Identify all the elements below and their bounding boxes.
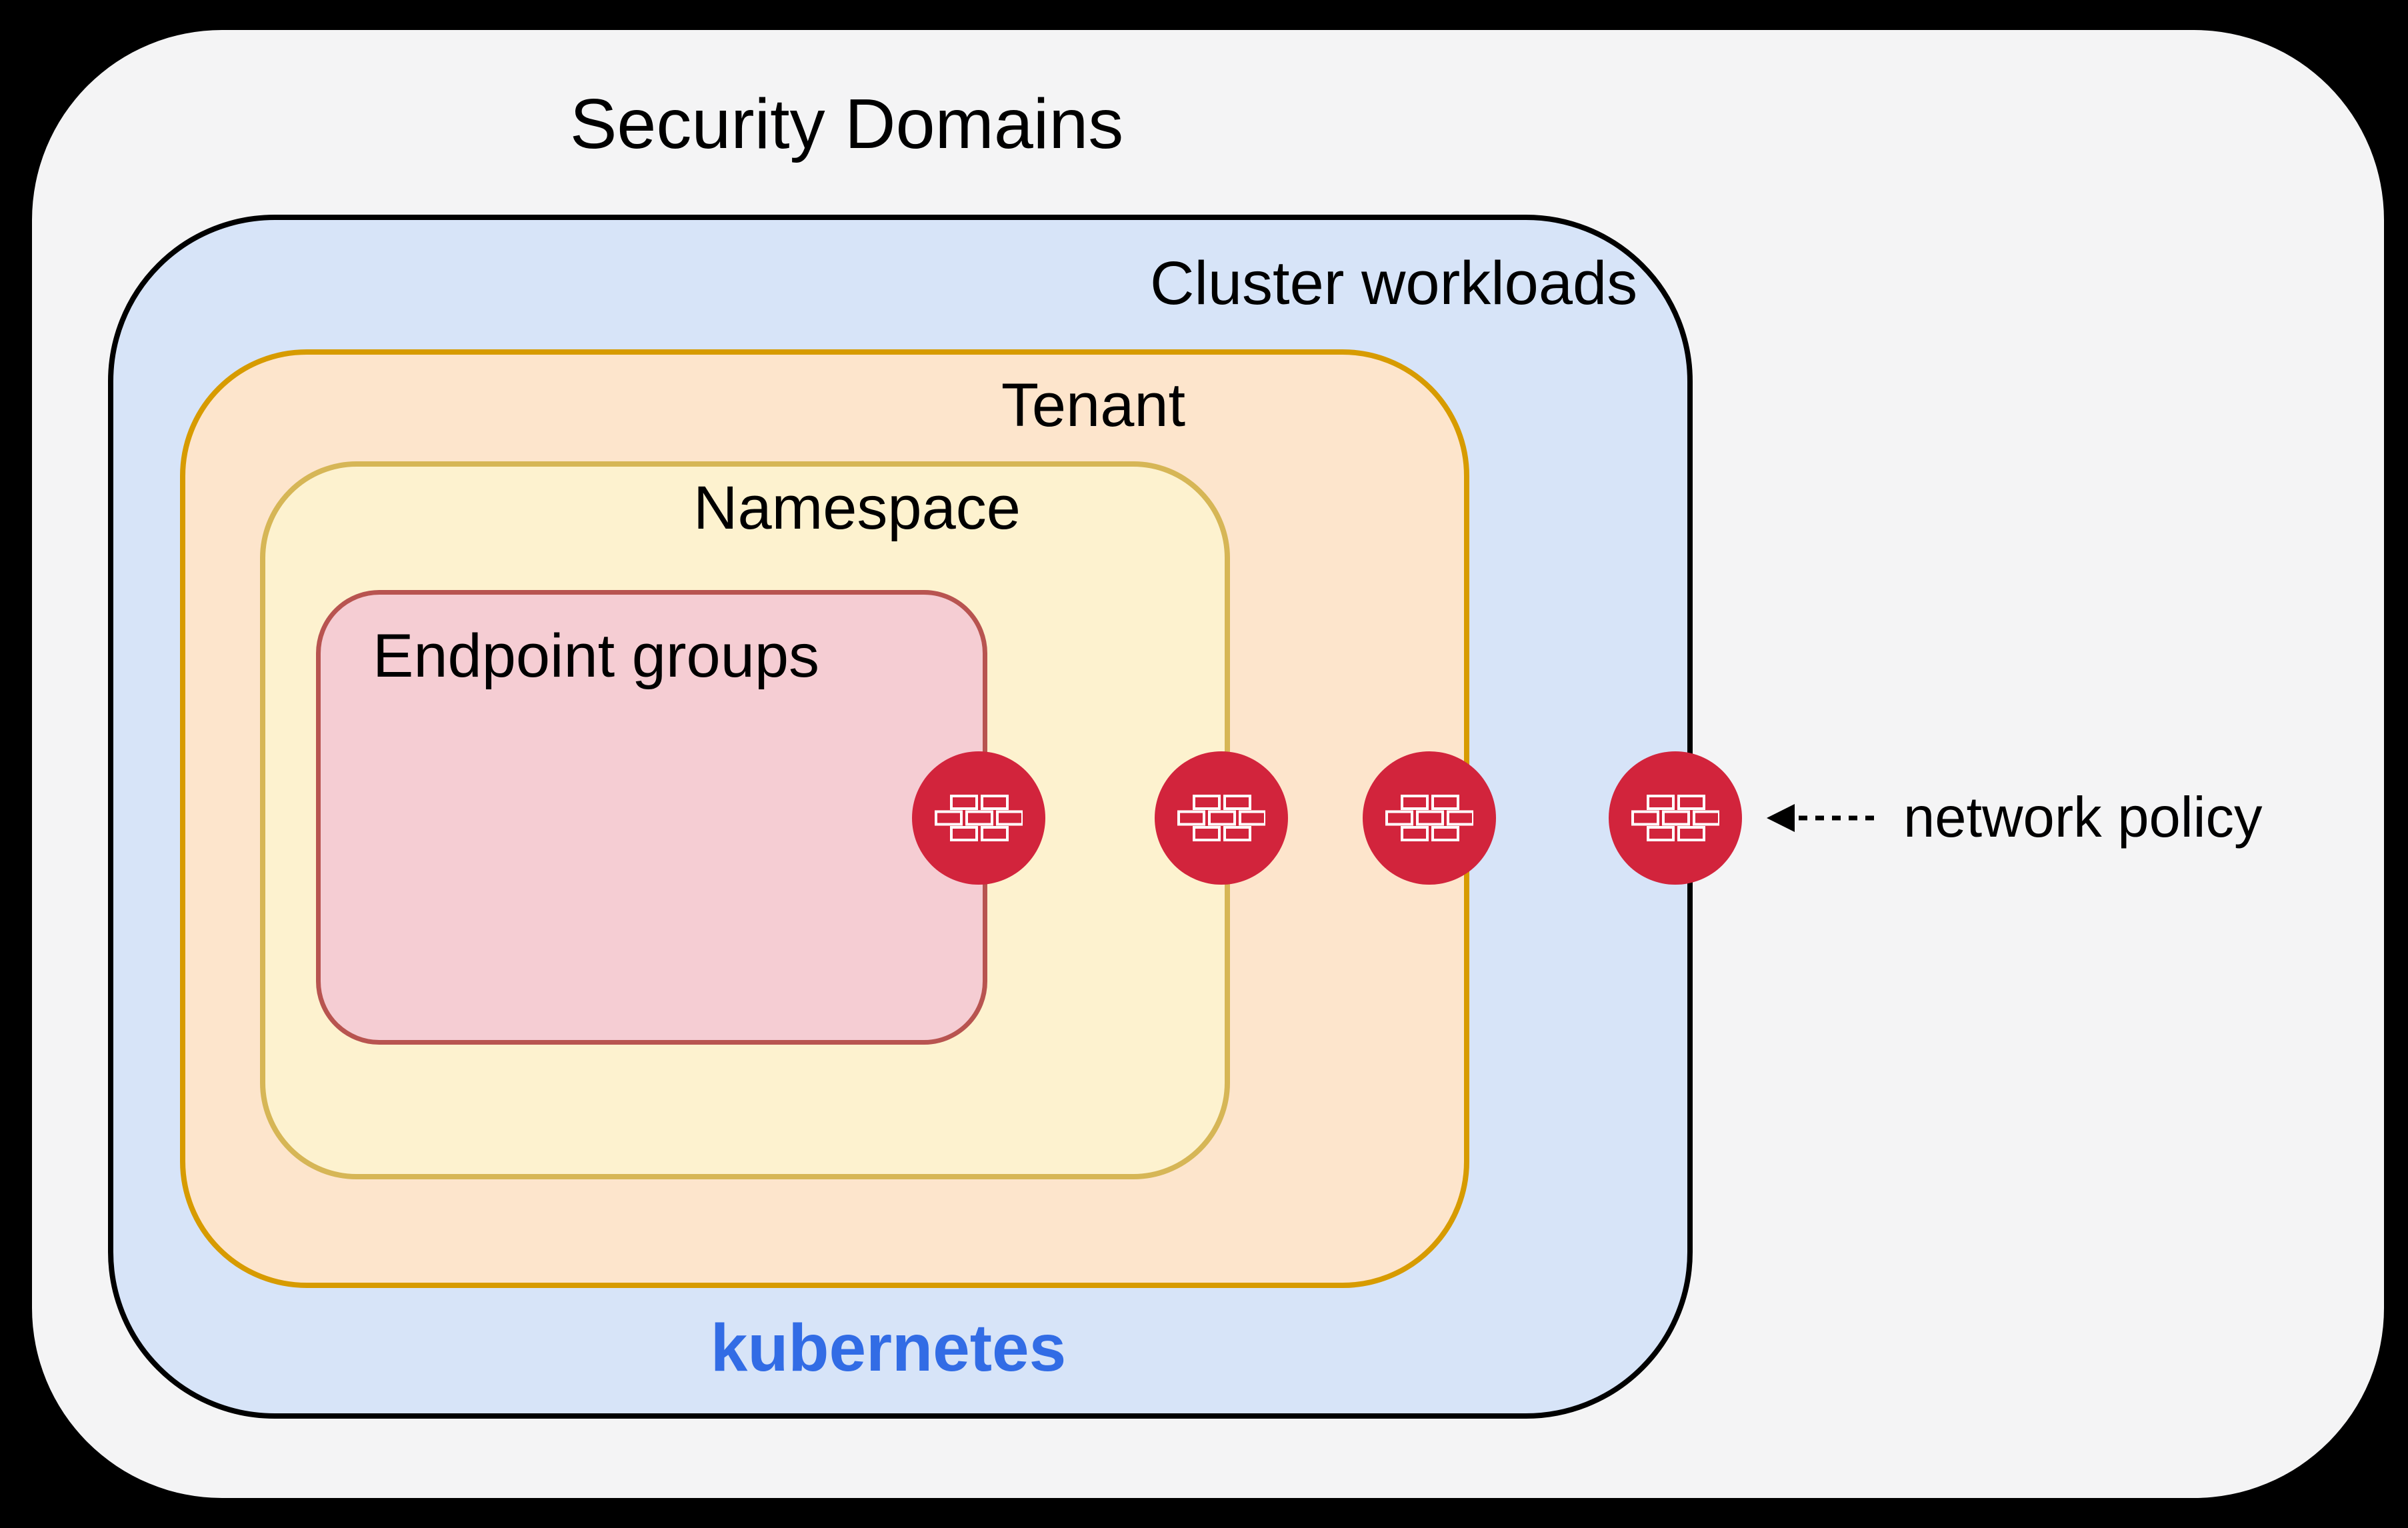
namespace-box: Namespace Endpoint groups: [260, 461, 1230, 1179]
firewall-namespace-border: [1155, 751, 1288, 885]
tenant-box: Tenant Namespace Endpoint groups: [180, 349, 1469, 1288]
firewall-endpoint-border: [912, 751, 1045, 885]
firewall-brick-icon: [1385, 795, 1473, 841]
firewall-brick-icon: [935, 795, 1023, 841]
firewall-cluster-border: [1609, 751, 1742, 885]
diagram-title: Security Domains: [569, 85, 1124, 163]
kubernetes-wordmark: kubernetes: [710, 1311, 1067, 1385]
cluster-workloads-label: Cluster workloads: [1150, 249, 1638, 317]
network-policy-label: network policy: [1903, 786, 2263, 849]
firewall-brick-icon: [1177, 795, 1265, 841]
firewall-brick-icon: [1631, 795, 1719, 841]
tenant-label: Tenant: [1001, 371, 1186, 439]
arrowhead-left-icon: [1767, 804, 1795, 832]
endpoint-groups-box: Endpoint groups: [316, 590, 987, 1045]
firewall-tenant-border: [1363, 751, 1496, 885]
namespace-label: Namespace: [693, 474, 1021, 542]
endpoint-groups-label: Endpoint groups: [373, 622, 820, 690]
network-policy-arrow: [1767, 804, 1880, 832]
